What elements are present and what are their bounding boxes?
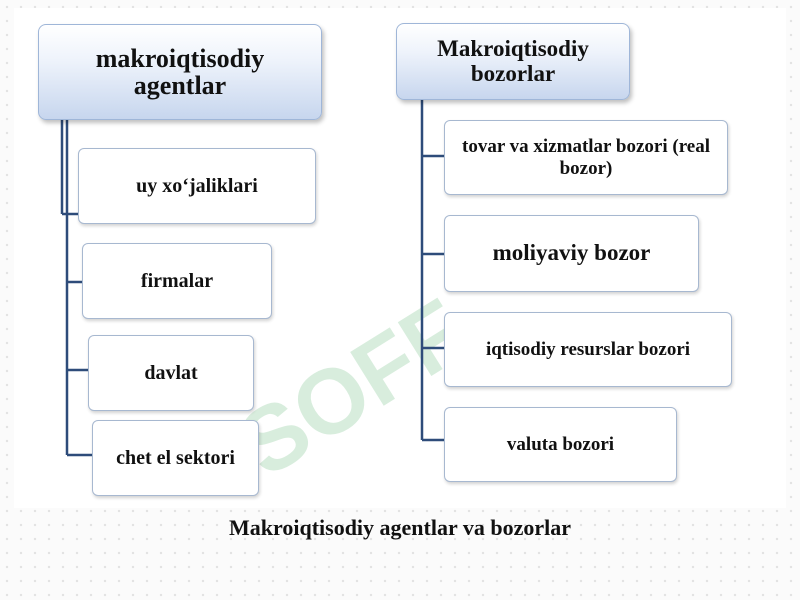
left-item-1-label: uy xo‘jaliklari bbox=[136, 174, 258, 197]
right-item-4-label: valuta bozori bbox=[506, 433, 615, 455]
right-header-box: Makroiqtisodiy bozorlar bbox=[396, 23, 630, 100]
left-item-3: davlat bbox=[88, 335, 254, 411]
left-item-4-label: chet el sektori bbox=[116, 446, 235, 469]
left-item-2-label: firmalar bbox=[140, 269, 214, 292]
left-item-1: uy xo‘jaliklari bbox=[78, 148, 316, 224]
right-item-1-label: tovar va xizmatlar bozori (real bozor) bbox=[462, 135, 710, 179]
left-item-3-label: davlat bbox=[144, 361, 198, 384]
left-header-label: makroiqtisodiy agentlar bbox=[95, 43, 265, 100]
left-item-2: firmalar bbox=[82, 243, 272, 319]
right-item-3-label: iqtisodiy resurslar bozori bbox=[485, 338, 691, 360]
figure-caption: Makroiqtisodiy agentlar va bozorlar bbox=[228, 515, 571, 540]
right-header-label: Makroiqtisodiy bozorlar bbox=[437, 36, 589, 86]
left-header-box: makroiqtisodiy agentlar bbox=[38, 24, 322, 120]
right-item-2: moliyaviy bozor bbox=[444, 215, 699, 292]
right-item-1: tovar va xizmatlar bozori (real bozor) bbox=[444, 120, 728, 195]
left-item-4: chet el sektori bbox=[92, 420, 259, 496]
right-item-2-label: moliyaviy bozor bbox=[492, 240, 651, 266]
right-item-3: iqtisodiy resurslar bozori bbox=[444, 312, 732, 387]
right-item-4: valuta bozori bbox=[444, 407, 677, 482]
